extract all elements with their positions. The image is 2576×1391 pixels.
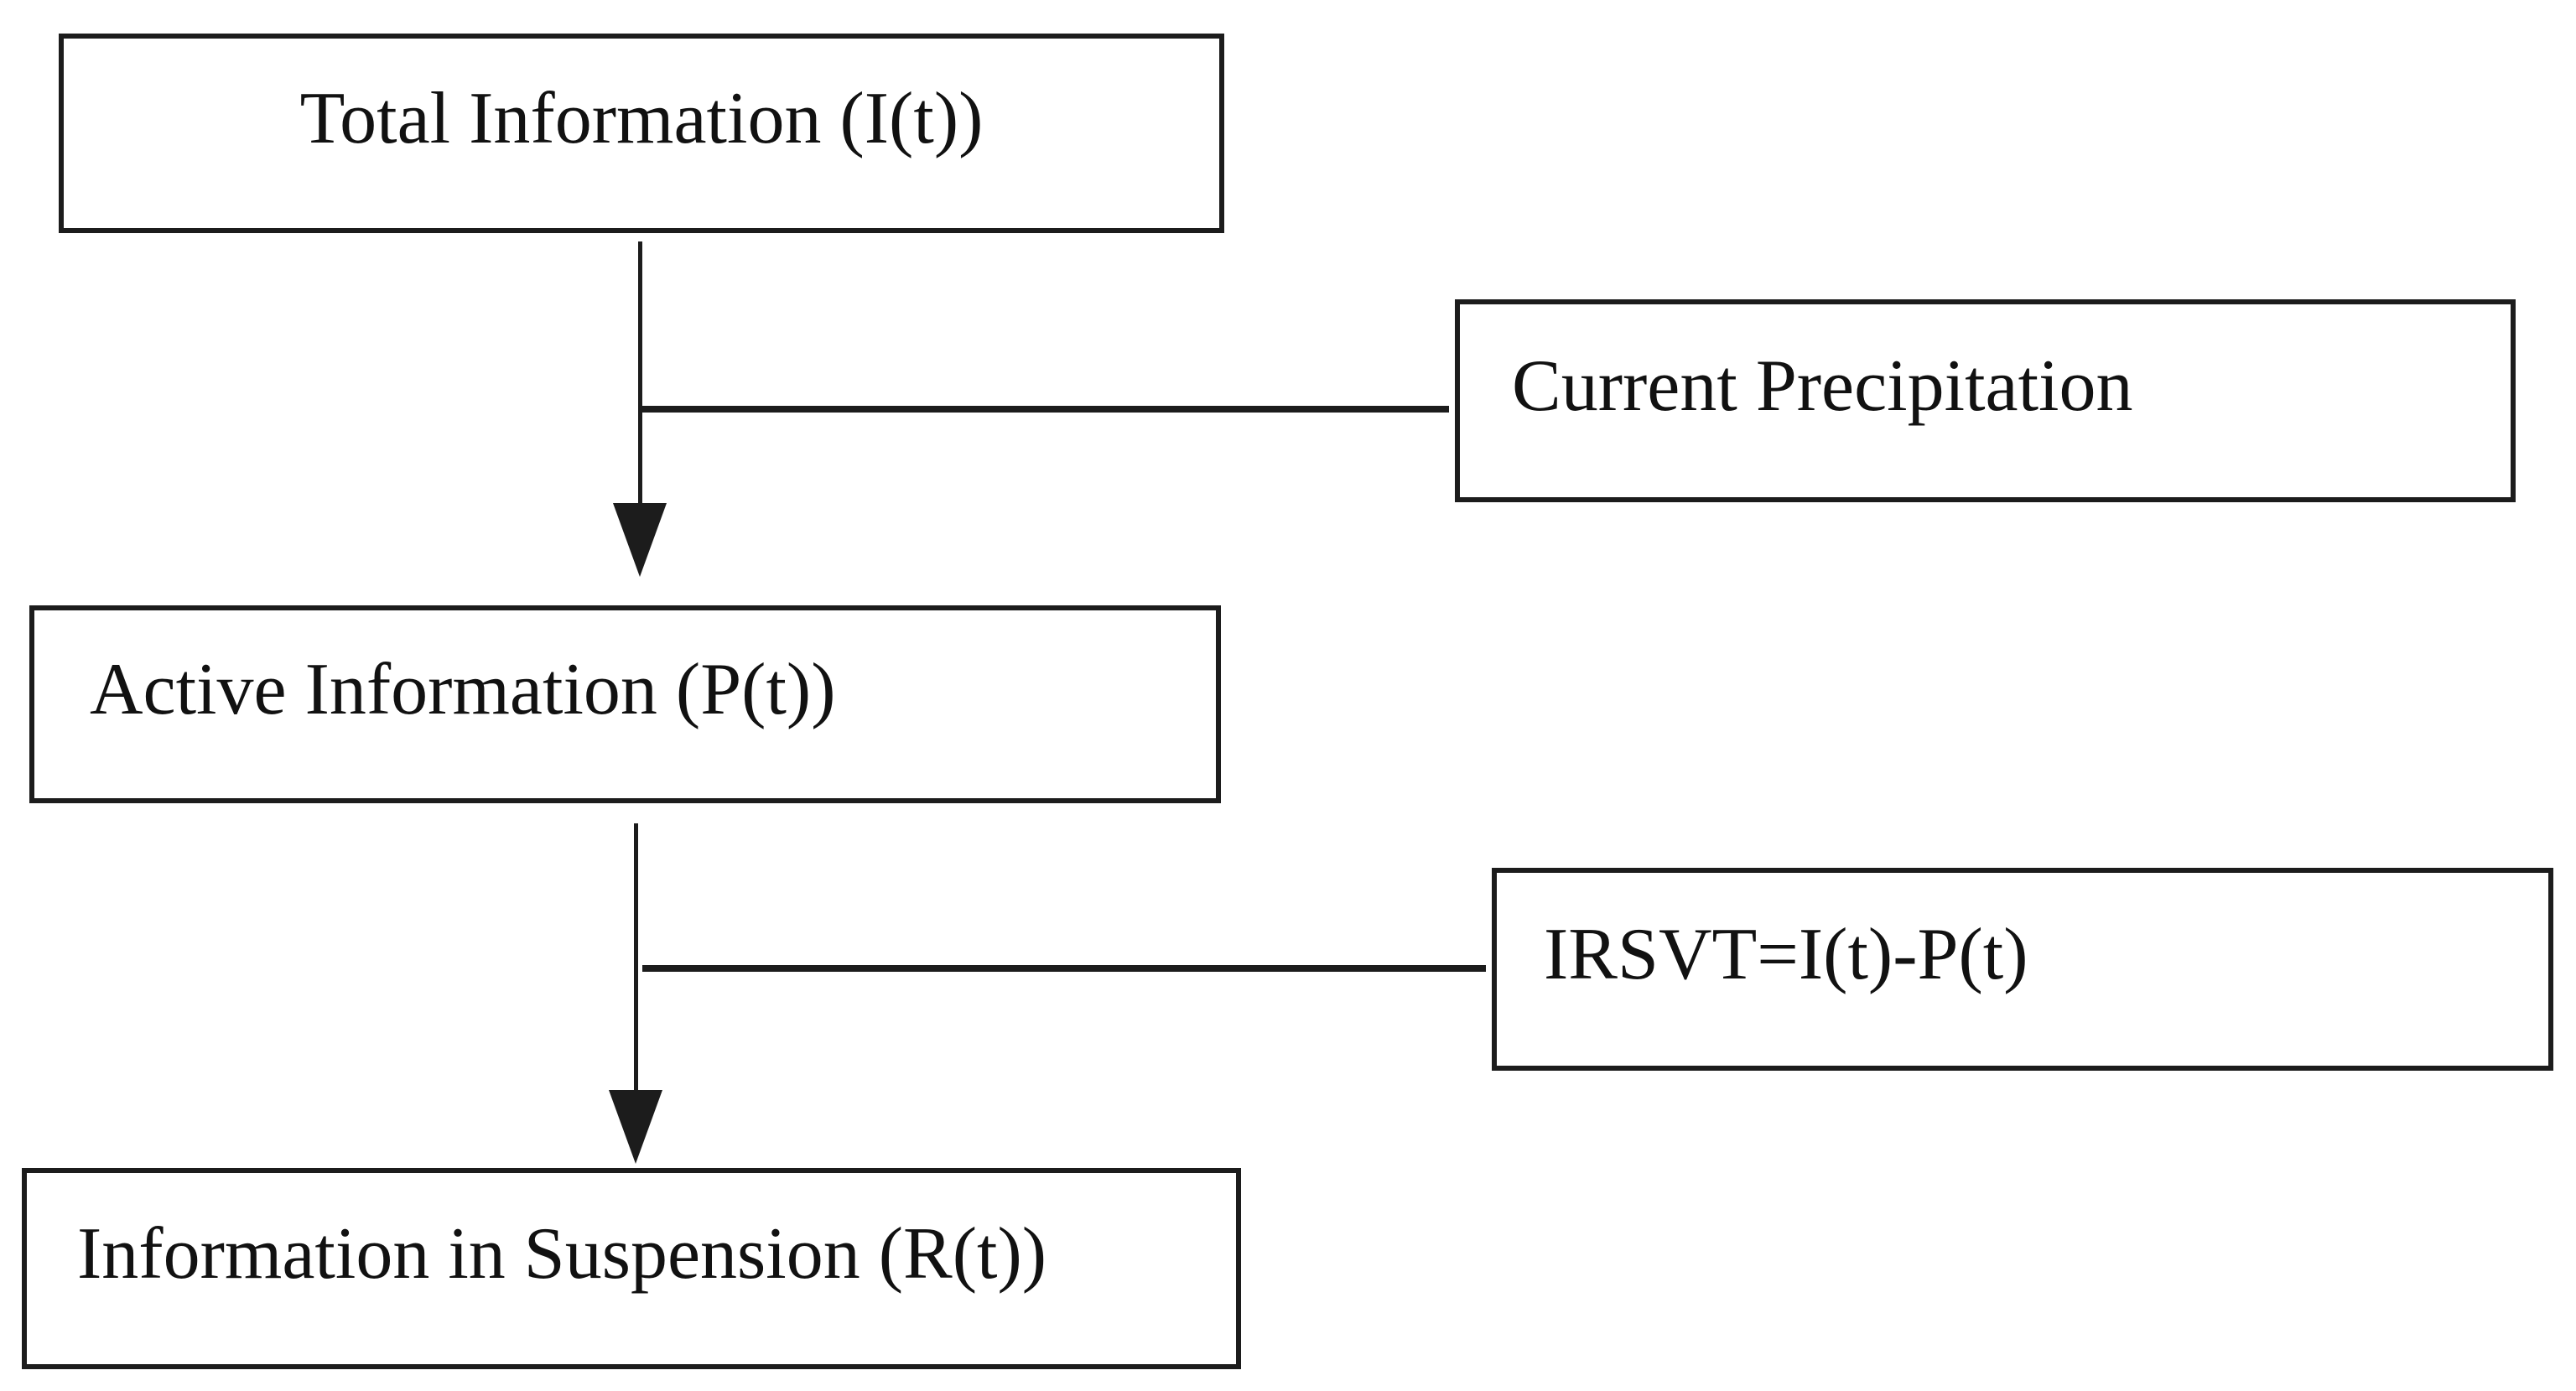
- arrowhead-down-icon-1: [613, 503, 667, 577]
- node-total-information-label: Total Information (I(t)): [299, 77, 984, 159]
- node-active-information: Active Information (P(t)): [29, 605, 1221, 803]
- node-current-precipitation: Current Precipitation: [1455, 299, 2516, 502]
- arrow-line-2: [634, 823, 638, 1092]
- node-irsvt-formula-label: IRSVT=I(t)-P(t): [1544, 913, 2028, 995]
- node-irsvt-formula: IRSVT=I(t)-P(t): [1492, 868, 2553, 1071]
- arrowhead-down-icon-2: [609, 1090, 662, 1164]
- node-information-in-suspension: Information in Suspension (R(t)): [22, 1168, 1241, 1369]
- arrow-line-1: [638, 241, 642, 506]
- connector-line-2: [642, 965, 1486, 972]
- node-total-information: Total Information (I(t)): [59, 34, 1224, 233]
- node-active-information-label: Active Information (P(t)): [90, 648, 836, 730]
- node-current-precipitation-label: Current Precipitation: [1512, 345, 2133, 427]
- connector-line-1: [642, 406, 1449, 413]
- node-information-in-suspension-label: Information in Suspension (R(t)): [77, 1212, 1047, 1295]
